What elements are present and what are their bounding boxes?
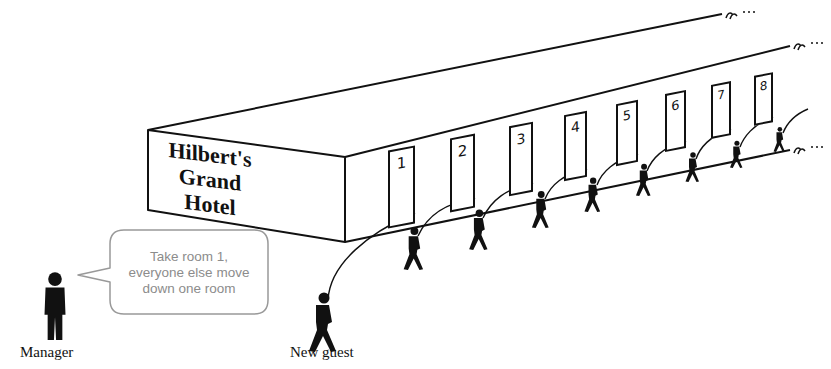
room-number: 4 (566, 118, 585, 136)
speech-bubble-shape (78, 230, 268, 314)
figure-label: New guest (290, 343, 354, 361)
hotel-door: 8 (754, 72, 773, 126)
guest-figure (469, 210, 487, 250)
guest-path-lines (328, 109, 808, 300)
hotel-name: Hilbert's Grand Hotel (154, 135, 266, 224)
continuation-dot (753, 11, 755, 13)
room-number: 3 (511, 130, 531, 148)
continuation-dot (821, 42, 823, 44)
guest-figure (636, 164, 651, 196)
room-number: 1 (390, 154, 413, 173)
hotel-door: 7 (711, 81, 731, 139)
guest-figure (730, 141, 742, 168)
room-number: 5 (618, 107, 636, 123)
hotel-front-face: Hilbert's Grand Hotel (148, 128, 345, 244)
speech-bubble: Take room 1, everyone else move down one… (100, 228, 270, 316)
continuation-dot (748, 11, 750, 13)
room-number: 2 (452, 142, 473, 161)
manager-figure (45, 272, 66, 340)
continuation-dot (816, 146, 818, 148)
continuation-dot (816, 42, 818, 44)
guest-figure (774, 127, 785, 152)
break-mark (794, 148, 805, 154)
room-number: 8 (756, 79, 771, 94)
continuation-dot (811, 146, 813, 148)
guest-figure (584, 177, 600, 212)
hotel-front-face-shape (148, 130, 345, 242)
break-mark (794, 44, 805, 50)
guest-figure (686, 152, 700, 182)
new-guest-figure (309, 293, 336, 353)
hotel-door: 6 (665, 90, 686, 152)
figure-label: Manager (20, 343, 73, 361)
room-number: 7 (713, 87, 729, 102)
hotel-door: 5 (616, 100, 638, 166)
hotel-side-face (345, 44, 792, 242)
hotel-door: 3 (509, 122, 533, 197)
guest-figure (532, 191, 549, 228)
hotel-door: 2 (450, 134, 475, 213)
speech-text: Take room 1, everyone else move down one… (123, 249, 255, 297)
continuation-dot (743, 11, 745, 13)
continuation-dot (811, 42, 813, 44)
hotel-door: 4 (564, 111, 587, 181)
guest-figure (404, 227, 423, 270)
continuation-dot (821, 146, 823, 148)
break-mark (726, 13, 737, 19)
hotel-door: 1 (388, 145, 415, 228)
room-number: 6 (667, 97, 684, 113)
